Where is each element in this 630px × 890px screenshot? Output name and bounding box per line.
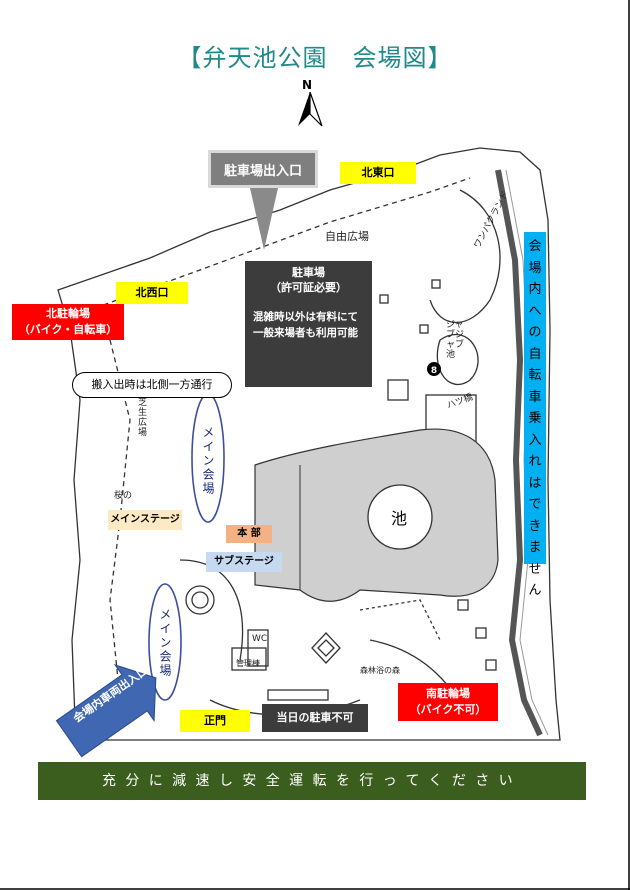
vehicle-entrance-arrow bbox=[55, 664, 157, 758]
south-bike-parking: 南駐輪場 （バイク不可） bbox=[398, 683, 498, 721]
one-way-notice: 搬入出時は北側一方通行 bbox=[72, 372, 232, 398]
jabu-pond-label: ジャブジャブ池 bbox=[446, 320, 465, 360]
staff-parking-title: 駐車場 bbox=[292, 266, 325, 279]
north-arrow-icon bbox=[298, 92, 323, 127]
main-venue-ellipse-2 bbox=[148, 583, 182, 701]
parking-entrance-label: 駐車場出入口 bbox=[208, 150, 318, 188]
pond-island bbox=[367, 484, 433, 550]
pond-name: 池 bbox=[391, 509, 408, 528]
lawn-plaza-label: 芝生広場 bbox=[138, 398, 148, 438]
main-stage-label: メインステージ bbox=[108, 510, 182, 530]
forest-label: 森林浴の森 bbox=[360, 666, 400, 675]
main-venue-label-1: メイン会場 bbox=[201, 426, 215, 496]
north-label: N bbox=[302, 78, 313, 92]
no-bicycles-banner: 会場内への自転車乗入れはできません bbox=[524, 232, 546, 598]
staff-parking-box: 駐車場 （許可証必要） 混雑時以外は有料にて一般来場者も利用可能 bbox=[245, 261, 372, 387]
south-bike-parking-title: 南駐輪場 bbox=[426, 687, 470, 700]
staff-parking-permit: （許可証必要） bbox=[270, 281, 347, 294]
main-gate-label: 正門 bbox=[180, 710, 250, 732]
south-bike-parking-detail: （バイク不可） bbox=[409, 703, 487, 716]
north-bike-parking: 北駐輪場 （バイク・自転車） bbox=[12, 304, 124, 340]
parking-arrow bbox=[250, 188, 278, 250]
north-east-gate-label: 北東口 bbox=[340, 162, 416, 184]
wc-label: WC bbox=[252, 634, 268, 644]
hq-label: 本 部 bbox=[226, 525, 272, 543]
safe-driving-banner: 充分に減速し安全運転を行ってください bbox=[38, 762, 586, 800]
sub-stage-label: サブステージ bbox=[206, 552, 282, 572]
north-bike-parking-title: 北駐輪場 bbox=[46, 307, 90, 320]
north-bike-parking-detail: （バイク・自転車） bbox=[18, 323, 118, 336]
svg-text:8: 8 bbox=[431, 366, 437, 376]
north-west-gate-label: 北西口 bbox=[116, 282, 188, 304]
sakura-label: 桜の bbox=[114, 491, 133, 501]
main-venue-label-2: メイン会場 bbox=[158, 608, 172, 678]
management-label: 管理棟 bbox=[236, 659, 260, 668]
no-parking-label: 当日の駐車不可 bbox=[262, 704, 368, 732]
free-plaza-label: 自由広場 bbox=[325, 230, 369, 243]
staff-parking-note: 混雑時以外は有料にて一般来場者も利用可能 bbox=[253, 311, 358, 339]
map-title: 【弁天池公園 会場図】 bbox=[177, 44, 453, 72]
